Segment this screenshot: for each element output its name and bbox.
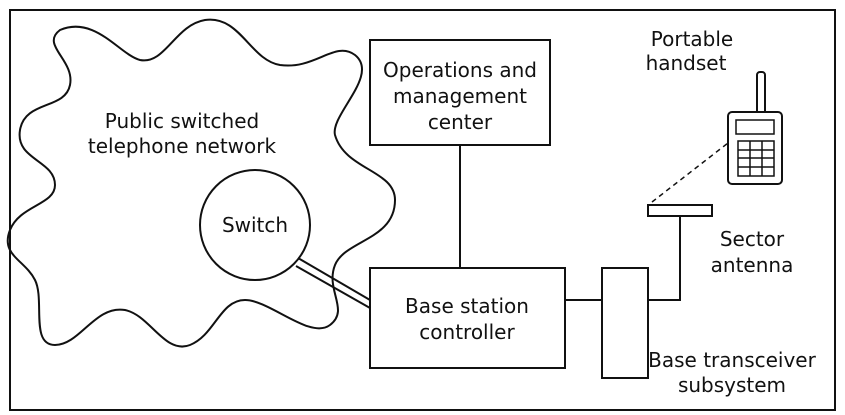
handset-label-line2: handset	[646, 51, 727, 75]
handset-screen	[735, 119, 775, 135]
switch-circle	[199, 169, 311, 281]
sector-antenna-label-line1: Sector	[720, 227, 785, 251]
bts-to-antenna-link	[648, 215, 681, 301]
pstn-cloud	[6, 18, 397, 348]
operations-center-box	[369, 39, 551, 146]
bsc-label-line1: Base station	[405, 294, 529, 318]
switch-label: Switch	[222, 213, 288, 237]
bts-label-line1: Base transceiver	[648, 348, 816, 372]
operations-center-label-line2: management	[393, 84, 527, 108]
base-station-controller-box	[369, 267, 566, 369]
portable-handset-icon	[727, 71, 783, 185]
bts-label-line2: subsystem	[678, 373, 786, 397]
handset-antenna	[756, 71, 766, 115]
switch-to-bsc-link-upper	[297, 257, 371, 301]
operations-center-label-line3: center	[428, 110, 493, 134]
base-transceiver-subsystem-box	[601, 267, 649, 379]
pstn-label-line2: telephone network	[88, 134, 277, 158]
sector-antenna-label-line2: antenna	[711, 253, 794, 277]
diagram-frame	[9, 9, 836, 411]
bsc-label-line2: controller	[419, 320, 515, 344]
pstn-label-line1: Public switched	[105, 109, 259, 133]
switch-to-bsc-link-lower	[295, 265, 371, 309]
handset-label-line1: Portable	[651, 27, 733, 51]
sector-antenna	[647, 204, 713, 217]
handset-keypad	[737, 140, 775, 177]
radio-link	[651, 142, 729, 203]
operations-center-label-line1: Operations and	[383, 58, 537, 82]
